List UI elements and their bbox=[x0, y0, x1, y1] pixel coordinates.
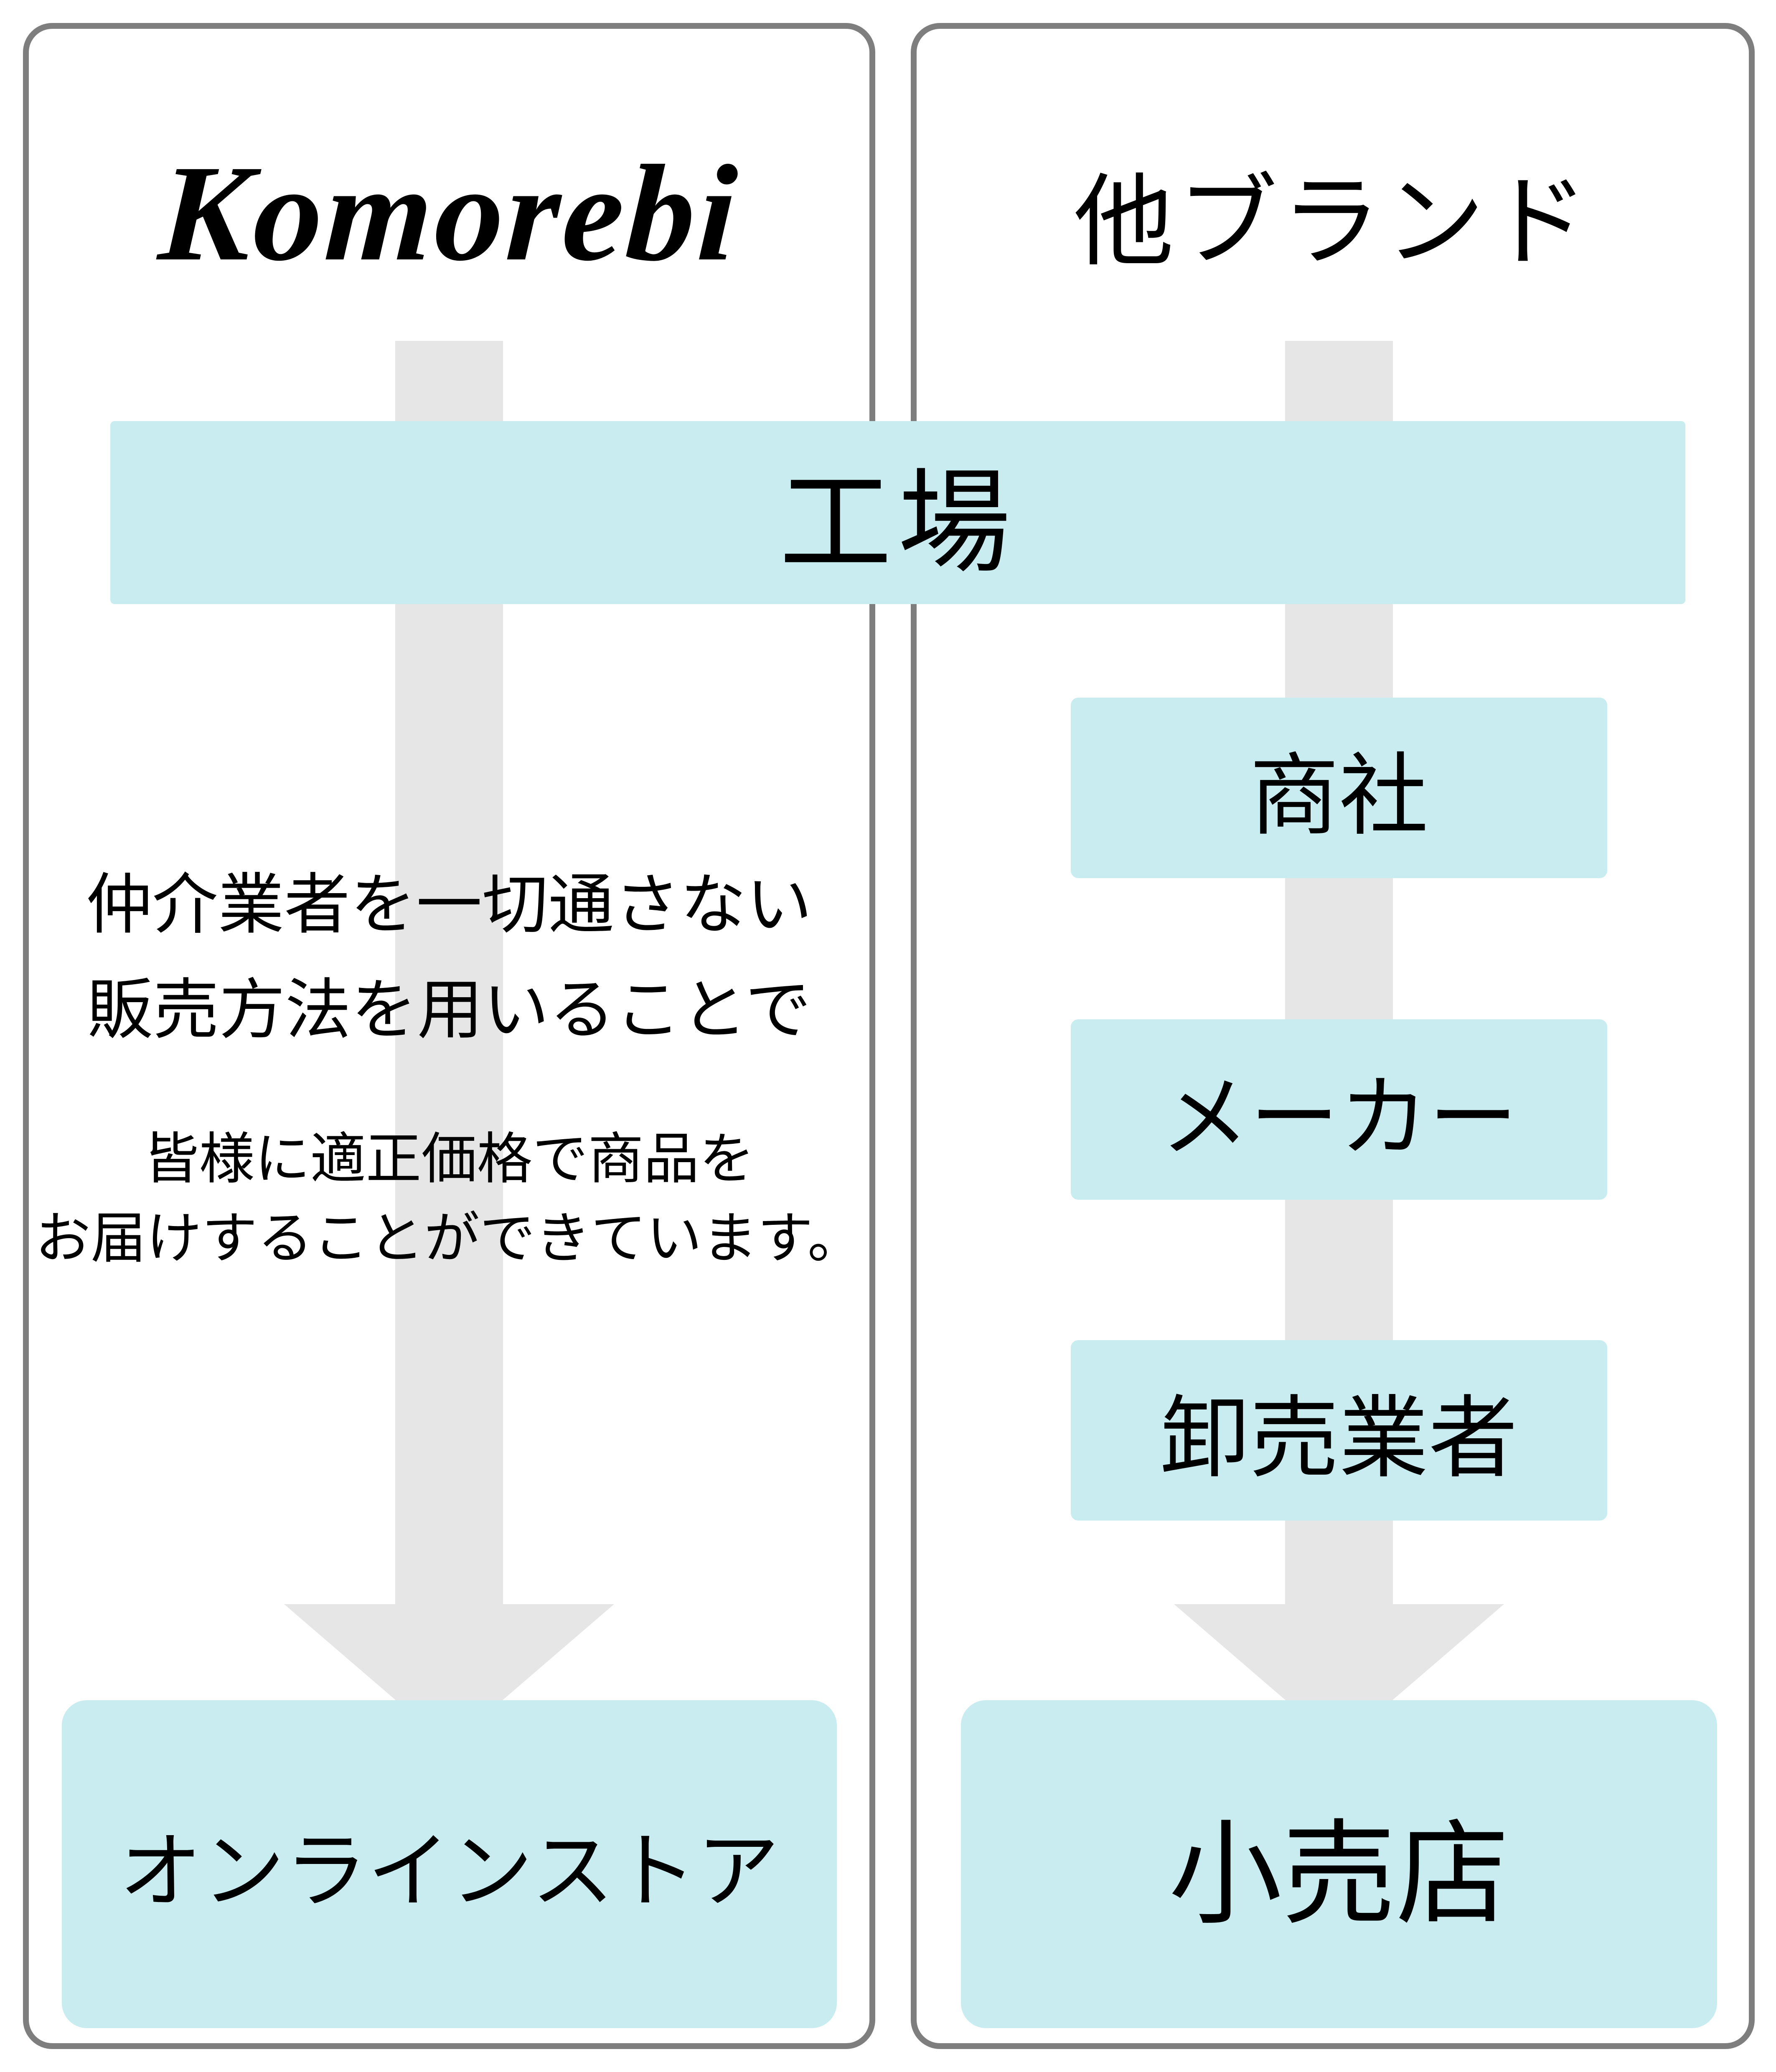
wholesaler-box: 卸売業者 bbox=[1071, 1340, 1607, 1521]
online-store-box: オンラインストア bbox=[62, 1700, 837, 2028]
description-line: お届けすることができています。 bbox=[35, 1208, 863, 1270]
manufacturer-box: メーカー bbox=[1071, 1019, 1607, 1200]
komorebi-logo: Komorebi bbox=[19, 137, 879, 289]
description-line: 皆様に適正価格で商品を bbox=[143, 1128, 755, 1190]
description-line: 販売方法を用いることで bbox=[87, 973, 811, 1047]
wholesaler-label: 卸売業者 bbox=[1160, 1389, 1518, 1488]
other-brands-title-text: 他ブランド bbox=[1073, 165, 1592, 278]
fair-price-description: 皆様に適正価格で商品を お届けすることができています。 bbox=[23, 1120, 875, 1278]
factory-label: 工場 bbox=[779, 460, 1016, 586]
trading-company-label: 商社 bbox=[1250, 746, 1428, 846]
other-brands-title: 他ブランド bbox=[911, 142, 1755, 284]
manufacturer-label: メーカー bbox=[1160, 1068, 1518, 1168]
retail-store-label: 小売店 bbox=[1169, 1810, 1509, 1938]
factory-box: 工場 bbox=[110, 421, 1685, 604]
description-line: 仲介業者を一切通さない bbox=[86, 868, 812, 942]
komorebi-logo-text: Komorebi bbox=[155, 137, 743, 289]
trading-company-box: 商社 bbox=[1071, 698, 1607, 878]
direct-sales-description: 仲介業者を一切通さない 販売方法を用いることで bbox=[23, 852, 875, 1063]
online-store-label: オンラインストア bbox=[119, 1825, 780, 1917]
retail-store-box: 小売店 bbox=[961, 1700, 1717, 2028]
